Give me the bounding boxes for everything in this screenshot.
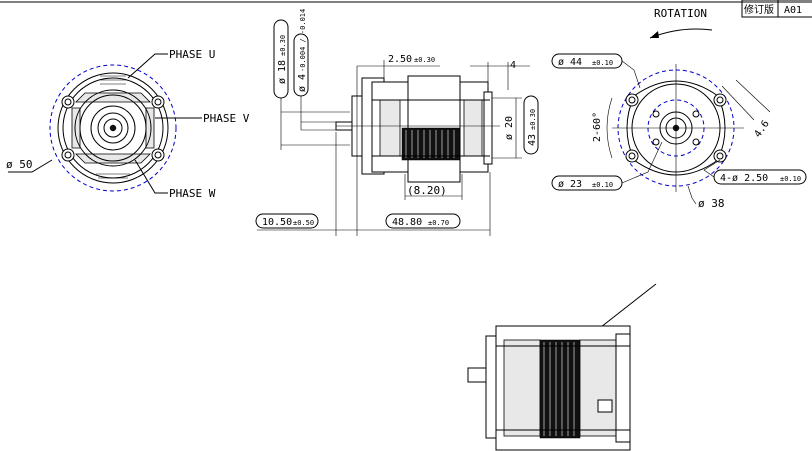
- front-dia-label: ø 50: [6, 158, 33, 171]
- phase-v-label: PHASE V: [203, 112, 250, 125]
- svg-text:±0.30: ±0.30: [529, 109, 537, 130]
- dim-holes: 4-ø 2.50 ±0.10: [713, 169, 807, 185]
- rotation-label: ROTATION: [654, 7, 707, 20]
- dim-43: 43 ±0.30: [523, 95, 539, 155]
- front-screws: [61, 95, 165, 162]
- dim-38: ø 38: [698, 197, 725, 210]
- svg-text:4-ø 2.50: 4-ø 2.50: [720, 173, 768, 184]
- svg-text:±0.10: ±0.10: [592, 59, 613, 67]
- svg-text:±0.30: ±0.30: [414, 56, 435, 64]
- svg-text:±0.70: ±0.70: [428, 219, 449, 227]
- rear-mount-holes: [625, 93, 727, 163]
- phase-w-label: PHASE W: [169, 187, 216, 200]
- svg-text:±0.10: ±0.10: [780, 175, 801, 183]
- svg-text:ø 23: ø 23: [558, 179, 582, 190]
- dim-4880: 48.80 ±0.70: [385, 213, 461, 229]
- bottom-view: [467, 283, 657, 451]
- rev-label: 修订版: [744, 3, 774, 16]
- svg-text:ø 4: ø 4: [297, 74, 308, 92]
- svg-text:ø 44: ø 44: [558, 57, 582, 68]
- dim-angle: 2-60°: [592, 112, 603, 142]
- phase-u-label: PHASE U: [169, 48, 215, 61]
- dim-shaft-dia: ø 18 ±0.30: [273, 19, 289, 99]
- dim-46: 4.6: [752, 119, 771, 140]
- rev-code: A01: [784, 5, 802, 16]
- dim-250: 2.50: [388, 54, 412, 65]
- dim-20: ø 20: [504, 116, 515, 140]
- front-view: PHASE U PHASE V PHASE W ø 50: [6, 48, 250, 200]
- dim-4: 4: [510, 60, 516, 71]
- dim-small-dia: ø 4 -0.004 / -0.014: [293, 9, 309, 97]
- rear-view: 2-60° 4.6 ø 44 ±0.10 ø 23 ±0.10 4-ø 2.50…: [551, 53, 807, 210]
- svg-text:43: 43: [527, 134, 538, 146]
- rotation-arrow: [649, 28, 713, 39]
- dim-23: ø 23 ±0.10: [551, 175, 623, 191]
- front-outer-circle: [49, 64, 177, 192]
- svg-text:-0.004 / -0.014: -0.004 / -0.014: [299, 9, 307, 72]
- svg-text:10.50: 10.50: [262, 217, 292, 228]
- title-block: 修订版 A01 ROTATION: [649, 0, 812, 39]
- svg-text:±0.50: ±0.50: [293, 219, 314, 227]
- svg-text:48.80: 48.80: [392, 217, 422, 228]
- dim-820: (8.20): [407, 184, 447, 197]
- dim-44: ø 44 ±0.10: [551, 53, 623, 69]
- rotation-arrowhead: [650, 31, 659, 38]
- dim-1050: 10.50 ±0.50: [255, 213, 319, 229]
- svg-text:ø 18: ø 18: [277, 60, 288, 84]
- svg-text:±0.10: ±0.10: [592, 181, 613, 189]
- svg-text:±0.30: ±0.30: [279, 35, 287, 56]
- side-view: ø 18 ±0.30 ø 4 -0.004 / -0.014: [255, 9, 539, 236]
